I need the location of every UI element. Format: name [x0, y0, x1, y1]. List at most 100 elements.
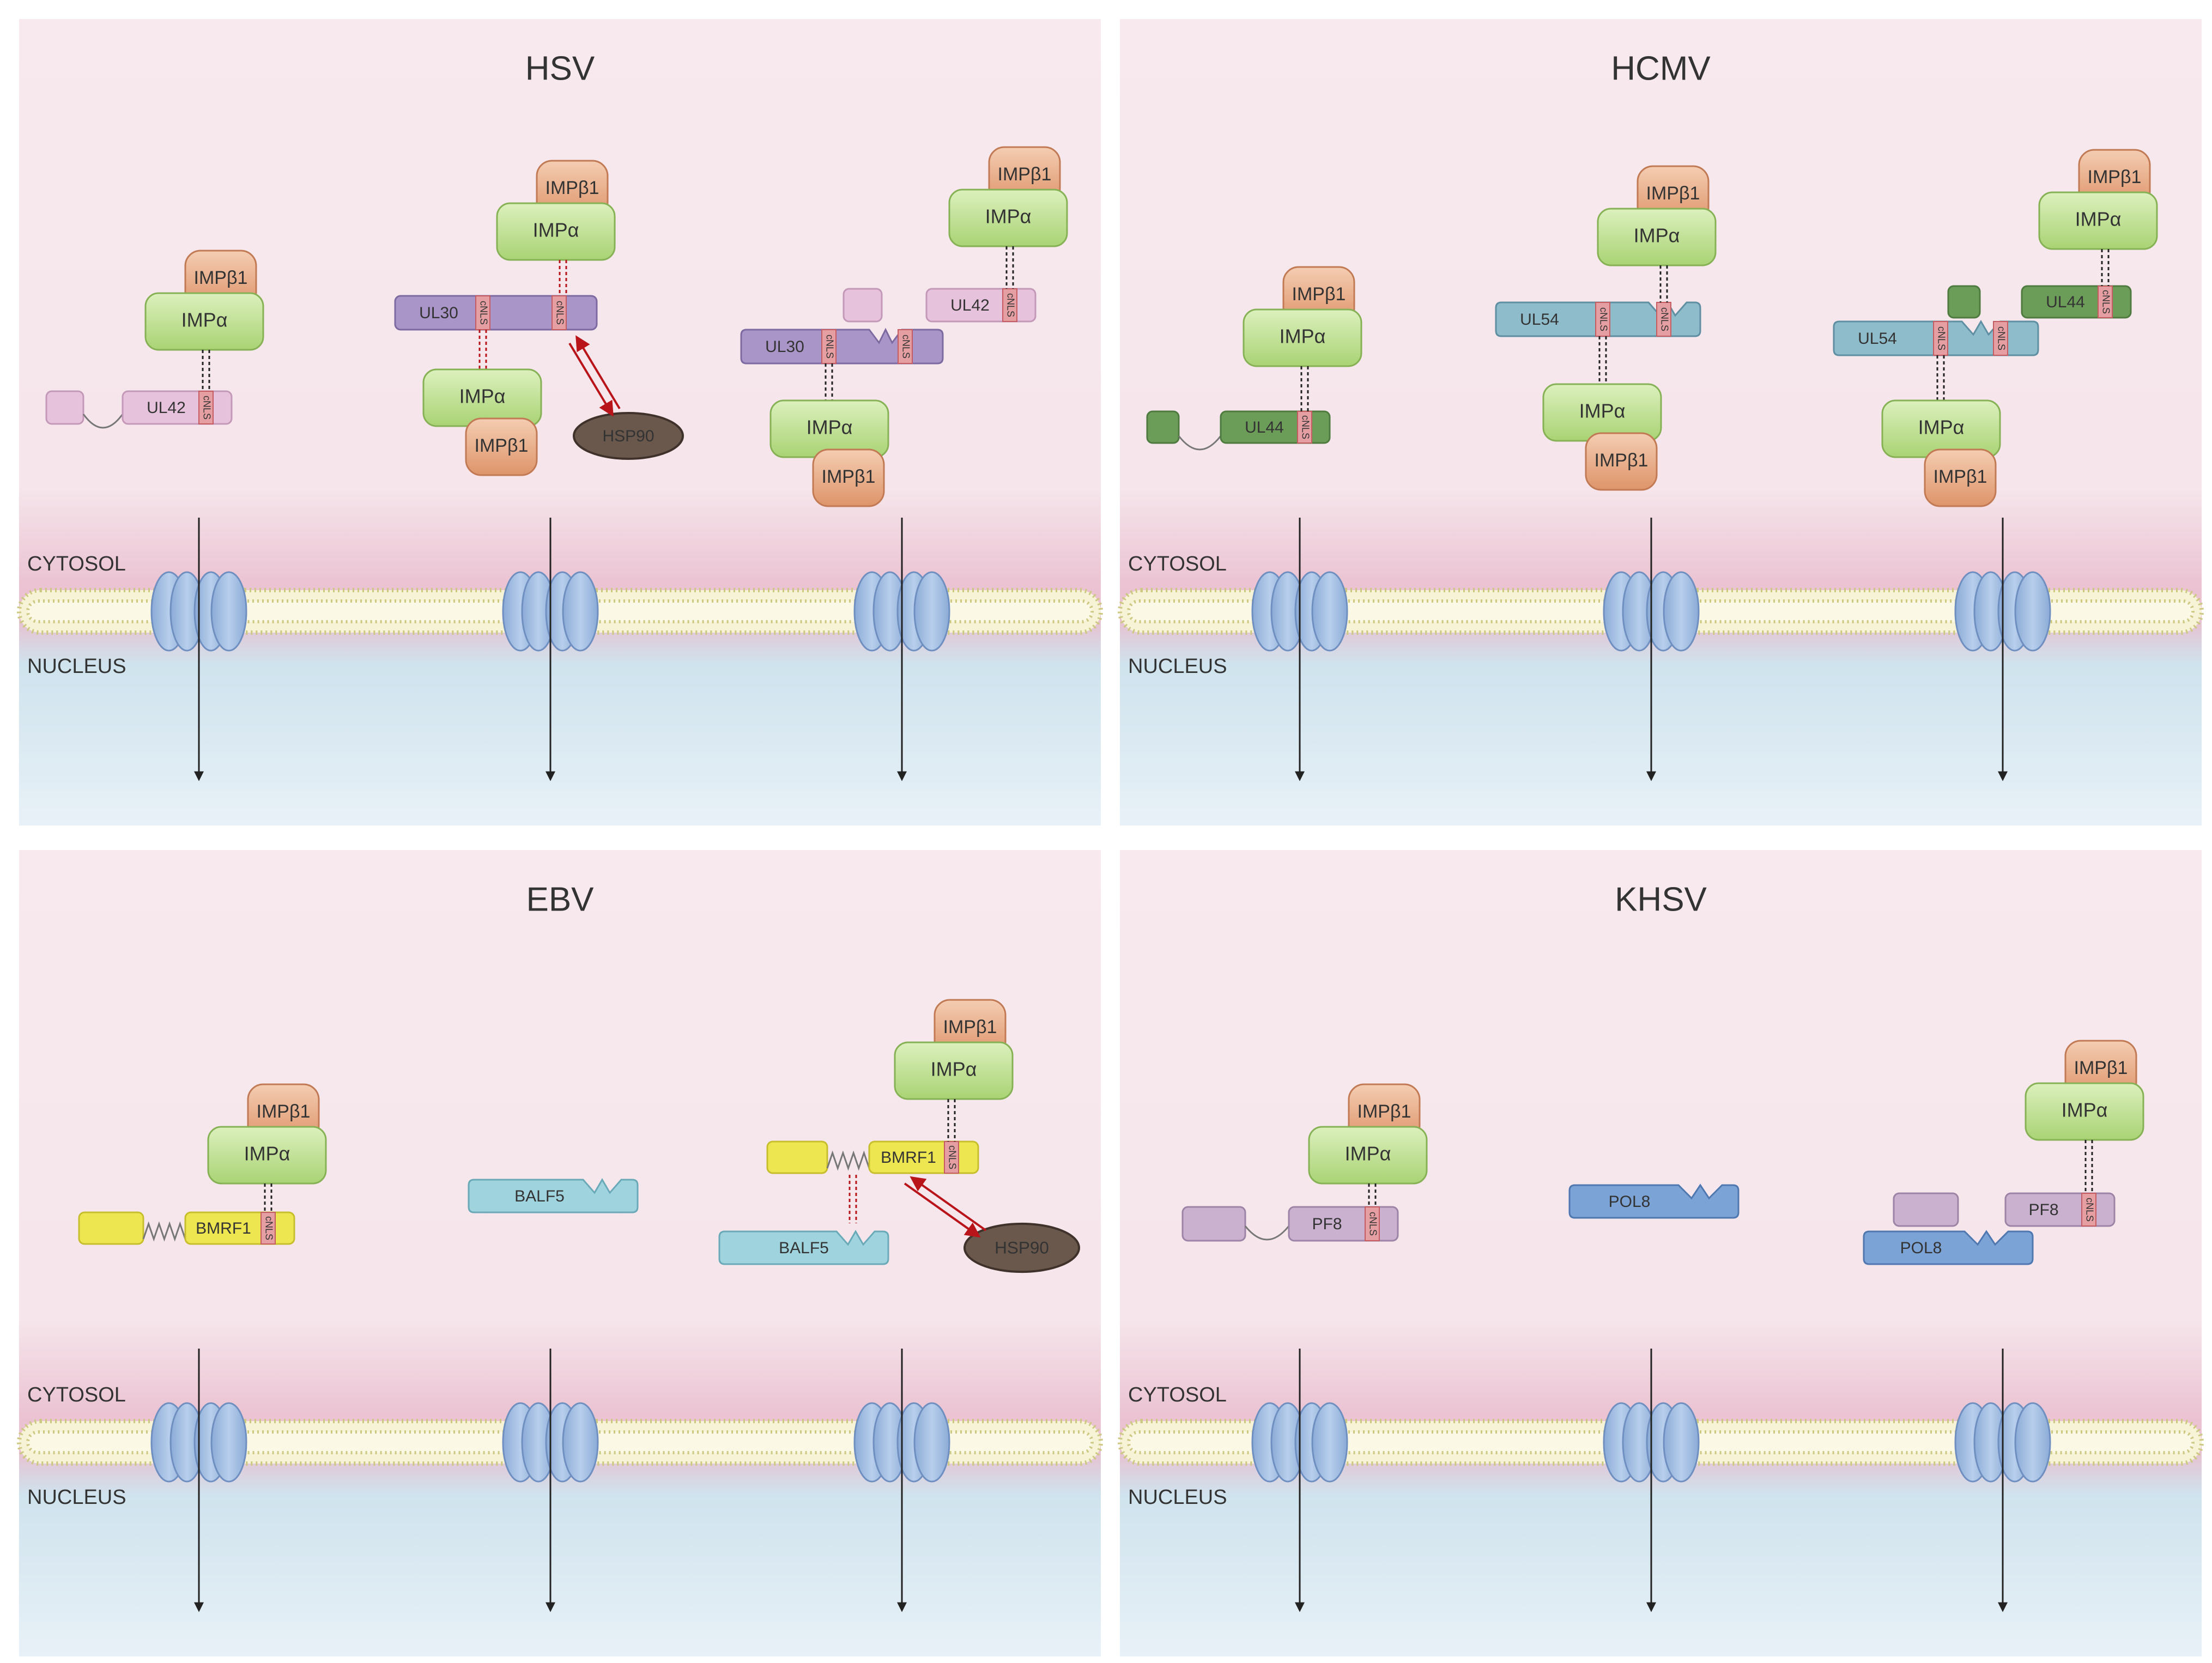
cnls-label: cNLS [824, 335, 835, 359]
ul44-fragment-shape [1146, 410, 1180, 444]
hsp90-shape [573, 412, 684, 460]
importin-beta1-label: IMPβ1 [257, 1101, 311, 1122]
cytosol-label: CYTOSOL [27, 553, 126, 575]
cnls-box [944, 1141, 959, 1174]
cnls-motif: cNLS [1656, 302, 1671, 337]
importin-beta1-label: IMPβ1 [475, 435, 529, 456]
importin-alpha-label: IMPα [985, 205, 1032, 228]
importin-alpha: IMPα [2025, 1082, 2144, 1141]
importin-alpha-shape [496, 202, 616, 261]
importin-beta1-label: IMPβ1 [1357, 1101, 1411, 1122]
lipid-bilayer-inner [1683, 1430, 1971, 1454]
importin-alpha-shape [1597, 208, 1717, 266]
flexible-linker [826, 1150, 870, 1171]
cnls-label: cNLS [1005, 293, 1016, 317]
importin-beta1-label: IMPβ1 [998, 164, 1052, 185]
pf8-fragment-shape [1181, 1206, 1246, 1242]
nuclear-pore-complex [502, 518, 599, 781]
cnls-box [2081, 1193, 2096, 1227]
importin-alpha-label: IMPα [1345, 1143, 1391, 1165]
bmrf1-fragment [78, 1211, 144, 1245]
importin-alpha-shape [2025, 1082, 2144, 1141]
lipid-bilayer-inner [1331, 599, 1620, 623]
nuclear-pore-subunit [562, 571, 599, 652]
flexible-linker [82, 414, 124, 429]
flexible-linker [142, 1221, 186, 1242]
importin-alpha-label: IMPα [459, 385, 506, 408]
nuclear-pore-complex [1251, 518, 1348, 781]
importin-beta1: IMPβ1 [465, 417, 538, 476]
nuclear-envelope [17, 518, 1103, 781]
importin-alpha: IMPα [769, 399, 889, 458]
importin-alpha: IMPα [422, 368, 542, 427]
balf5-protein-label: BALF5 [779, 1239, 829, 1257]
ul42-fragment [45, 390, 84, 425]
lipid-bilayer-inner [1127, 1430, 1268, 1454]
importin-alpha-label: IMPα [181, 309, 228, 331]
nuclear-pore-subunit [210, 1402, 247, 1483]
importin-beta1-label: IMPβ1 [2088, 167, 2142, 187]
importin-alpha-label: IMPα [1634, 224, 1680, 247]
nuclear-pore-subunit [913, 571, 950, 652]
lipid-bilayer-inner [1683, 599, 1971, 623]
ul44-protein-label: UL44 [2046, 293, 2085, 311]
pol8-protein: POL8 [1863, 1230, 2034, 1265]
pf8-fragment-shape [1893, 1192, 1959, 1227]
cnls-box [1933, 321, 1948, 356]
equilibrium-arrow-forward [568, 342, 614, 417]
lipid-bilayer-inner [2034, 599, 2195, 623]
nuclear-pore-complex [853, 1349, 950, 1612]
cnls-motif: cNLS [2098, 286, 2113, 318]
pol8-protein-shape [1863, 1230, 2034, 1265]
cnls-label: cNLS [2084, 1198, 2095, 1222]
ul42-protein: UL42 [122, 390, 233, 425]
importin-alpha-label: IMPα [533, 219, 579, 241]
bmrf1-protein-label: BMRF1 [196, 1219, 251, 1237]
ul54-protein-label: UL54 [1858, 330, 1897, 348]
nucleus-label: NUCLEUS [27, 655, 126, 678]
cytosol-label: CYTOSOL [1128, 1383, 1227, 1406]
lipid-bilayer-inner [1127, 599, 1268, 623]
importin-alpha: IMPα [207, 1126, 327, 1185]
nuclear-pore-complex [150, 518, 247, 781]
importin-beta1-label: IMPβ1 [943, 1017, 997, 1037]
pol8-protein-label: POL8 [1609, 1193, 1651, 1211]
hsp90: HSP90 [573, 412, 684, 460]
nuclear-envelope [1118, 518, 2204, 781]
panel-background [1120, 850, 2202, 1656]
importin-alpha-label: IMPα [244, 1143, 290, 1165]
cnls-box [552, 295, 567, 330]
pf8-fragment [1893, 1192, 1959, 1227]
nuclear-pore-subunit [1663, 571, 1700, 652]
importin-beta1-label: IMPβ1 [194, 268, 248, 288]
nucleus-label: NUCLEUS [1128, 1486, 1227, 1509]
pf8-protein-shape [2004, 1192, 2116, 1227]
importin-beta1-label: IMPβ1 [1646, 183, 1700, 204]
pf8-protein-shape [1288, 1206, 1399, 1242]
importin-beta1: IMPβ1 [1585, 432, 1658, 491]
lipid-bilayer-inner [26, 1430, 167, 1454]
importin-alpha-shape [207, 1126, 327, 1185]
importin-beta1-shape [812, 448, 885, 507]
lipid-bilayer-inner [231, 1430, 519, 1454]
importin-alpha: IMPα [144, 292, 264, 351]
ul30-protein: UL30 [740, 327, 944, 365]
nuclear-pore-subunit [1311, 1402, 1348, 1483]
ul42-protein-label: UL42 [950, 296, 990, 314]
ul44-fragment-shape [1947, 285, 1981, 319]
cnls-motif: cNLS [2081, 1193, 2096, 1227]
importin-alpha: IMPα [1243, 308, 1362, 367]
importin-alpha-label: IMPα [931, 1058, 977, 1081]
cnls-box [1656, 302, 1671, 337]
cnls-motif: cNLS [1993, 321, 2008, 356]
importin-beta1: IMPβ1 [1924, 448, 1997, 507]
importin-alpha-shape [894, 1041, 1014, 1100]
cytosol-label: CYTOSOL [27, 1383, 126, 1406]
